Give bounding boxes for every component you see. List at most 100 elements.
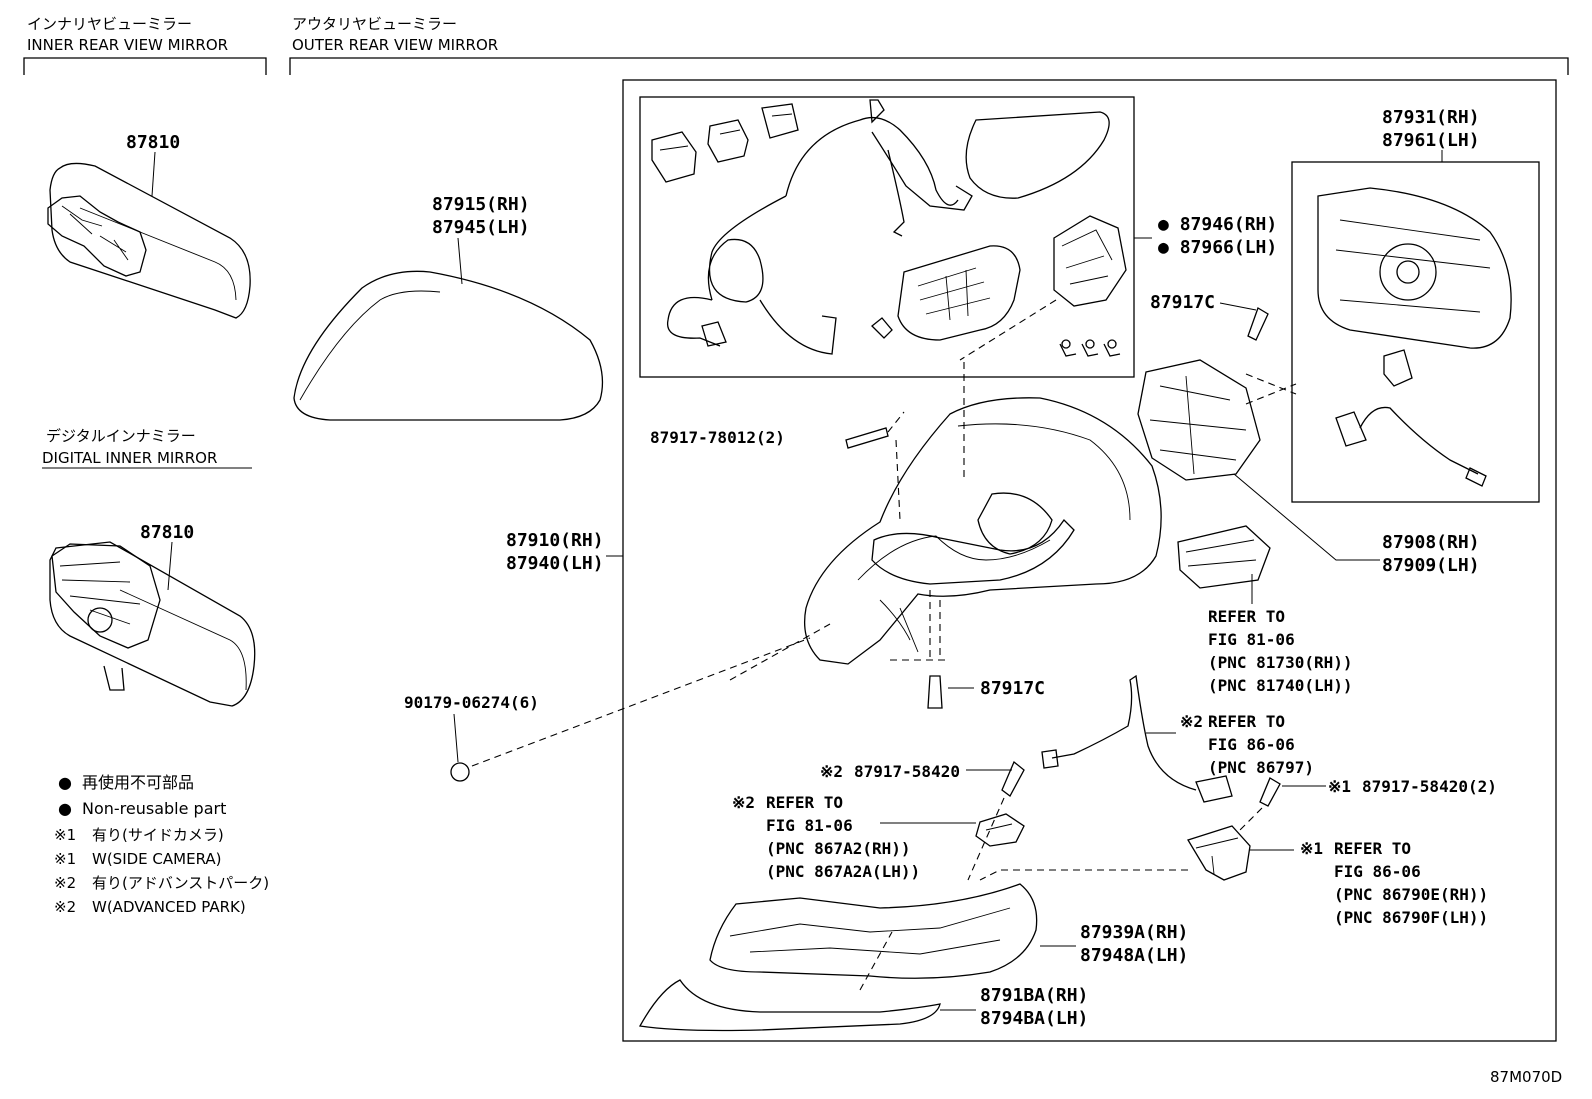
- garnish: 8791BA(RH) 8794BA(LH): [638, 931, 1088, 1032]
- glass-box-border: [1291, 161, 1540, 503]
- glass-backplate: [1317, 187, 1512, 349]
- legend-2-text: 有り(サイドカメラ): [92, 826, 224, 844]
- housing-base-arm: [871, 518, 1075, 585]
- digital-mirror-leader: [167, 541, 173, 591]
- cover-lh-label: 87945(LH): [432, 217, 530, 238]
- outer-bracket: [289, 57, 1569, 75]
- garnish-lh-label: 8794BA(LH): [980, 1008, 1088, 1029]
- harness-clip: [871, 317, 893, 339]
- clip: 90179-06274(6): [404, 623, 831, 782]
- digital-mirror-label: 87810: [140, 522, 194, 543]
- ref-3-line-0: REFER TO: [766, 793, 843, 812]
- digital-title-jp: デジタルインナミラー: [46, 427, 196, 445]
- ref-4-line-2: (PNC 86790E(RH)): [1334, 885, 1488, 904]
- screw-c-top-label: 87917C: [1150, 292, 1215, 313]
- ref-1-line-2: (PNC 81730(RH)): [1208, 653, 1353, 672]
- clip-body: [450, 762, 470, 782]
- retractor-to-glass-dash: [1245, 373, 1297, 405]
- ref-2-mark: ※2: [1180, 712, 1203, 731]
- screw-c-bottom: 87917C: [927, 675, 1045, 709]
- mirror-cover: 87915(RH) 87945(LH): [293, 194, 604, 421]
- connector-detail: [659, 113, 793, 151]
- heater-plate: [897, 245, 1021, 341]
- ref-3-line-1: FIG 81-06: [766, 816, 853, 835]
- housing-inner-2: [857, 535, 1051, 581]
- housing-lower-detail: [879, 599, 919, 653]
- ref-1-line-1: FIG 81-06: [1208, 630, 1295, 649]
- lower-cover-detail: [729, 907, 1011, 955]
- ref-4-line-1: FIG 86-06: [1334, 862, 1421, 881]
- digital-mirror-knob: [87, 607, 113, 633]
- housing-outer: [803, 397, 1162, 665]
- ref-2-line-2: (PNC 86797): [1208, 758, 1314, 777]
- sensor-detail: [985, 823, 1013, 831]
- cover-inner-edge: [299, 290, 441, 401]
- sensor-body: [975, 813, 1025, 847]
- glass-heater-connector: [1335, 411, 1367, 447]
- inner-mirror-label: 87810: [126, 132, 180, 153]
- ref-3: ※2 REFER TO FIG 81-06 (PNC 867A2(RH)) (P…: [732, 793, 1025, 881]
- harness-tail: [666, 296, 721, 347]
- legend-2-symbol: ※1: [54, 826, 76, 844]
- motor-unit-detail: [1061, 229, 1113, 285]
- motor-screw-3: [1107, 339, 1117, 349]
- motor-rh-number: 87946(RH): [1180, 214, 1278, 235]
- motor-lh-number: 87966(LH): [1180, 237, 1278, 258]
- ref-3-mark: ※2: [732, 793, 755, 812]
- inner-title-en: INNER REAR VIEW MIRROR: [27, 36, 228, 54]
- garnish-dash: [859, 931, 893, 991]
- legend-5-text: W(ADVANCED PARK): [92, 898, 246, 916]
- digital-mirror-mount-detail: [59, 561, 141, 625]
- housing-dash-lines: [890, 299, 1057, 661]
- mirror-housing: [803, 397, 1271, 665]
- motor-labels: ● 87946(RH) ● 87966(LH): [1134, 214, 1277, 258]
- inner-title-jp: インナリヤビューミラー: [27, 15, 192, 33]
- legend-1-symbol: ●: [58, 799, 72, 818]
- camera-harness-plug: [1041, 749, 1059, 769]
- garnish-body: [638, 979, 941, 1032]
- housing-pivot-ring: [977, 492, 1053, 555]
- ref-2: ※2 REFER TO FIG 86-06 (PNC 86797): [1041, 674, 1314, 803]
- legend-3-symbol: ※1: [54, 850, 76, 868]
- screw-c-bottom-label: 87917C: [980, 678, 1045, 699]
- clip-leader: [453, 713, 459, 763]
- glass-lh-label: 87961(LH): [1382, 130, 1480, 151]
- assy-rh-label: 87910(RH): [506, 530, 604, 551]
- glass-backplate-detail: [1335, 219, 1491, 313]
- screw-c-top: 87917C: [1150, 292, 1269, 341]
- camera-detail: [1195, 837, 1239, 875]
- motor-screws: [1059, 343, 1121, 357]
- inner-section-header: インナリヤビューミラー INNER REAR VIEW MIRROR: [23, 15, 267, 75]
- digital-mirror-body: [49, 541, 256, 707]
- inner-bracket: [23, 57, 267, 75]
- screw-58420-b-label: 87917-58420(2): [1362, 777, 1497, 796]
- screw-58420-a-label: 87917-58420: [854, 762, 960, 781]
- figure-code: 87M070D: [1490, 1068, 1562, 1086]
- legend-4-symbol: ※2: [54, 874, 76, 892]
- legend-0-text: 再使用不可部品: [82, 773, 194, 792]
- screw-58420-b: ※1 87917-58420(2): [1239, 777, 1497, 831]
- retractor-detail: [1149, 375, 1247, 475]
- clip-dash: [471, 623, 831, 767]
- harness-end-connector: [701, 321, 727, 347]
- screw-c-bottom-body: [927, 675, 943, 709]
- ref-2-line-0: REFER TO: [1208, 712, 1285, 731]
- cover-body: [293, 270, 604, 421]
- inner-mirror-mount-detail: [61, 205, 129, 261]
- ref-4-mark: ※1: [1300, 839, 1323, 858]
- motor-rh-label: ● 87946(RH): [1158, 214, 1277, 235]
- glass-pivot-inner: [1396, 260, 1420, 284]
- screw-78012: 87917-78012(2): [650, 411, 905, 521]
- legend-3-text: W(SIDE CAMERA): [92, 850, 222, 868]
- clip-label: 90179-06274(6): [404, 693, 539, 712]
- legend: ● 再使用不可部品 ● Non-reusable part ※1 有り(サイドカ…: [54, 773, 269, 916]
- ref-4: ※1 REFER TO FIG 86-06 (PNC 86790E(RH)) (…: [979, 825, 1488, 927]
- glass-box: 87931(RH) 87961(LH): [1291, 107, 1540, 503]
- mirror-glass-shape: [965, 111, 1110, 199]
- assy-lh-label: 87940(LH): [506, 553, 604, 574]
- inner-mirror-body: [49, 162, 251, 319]
- outer-title-en: OUTER REAR VIEW MIRROR: [292, 36, 498, 54]
- camera-harness-connector: [1195, 775, 1233, 803]
- digital-mirror-cable: [103, 665, 125, 691]
